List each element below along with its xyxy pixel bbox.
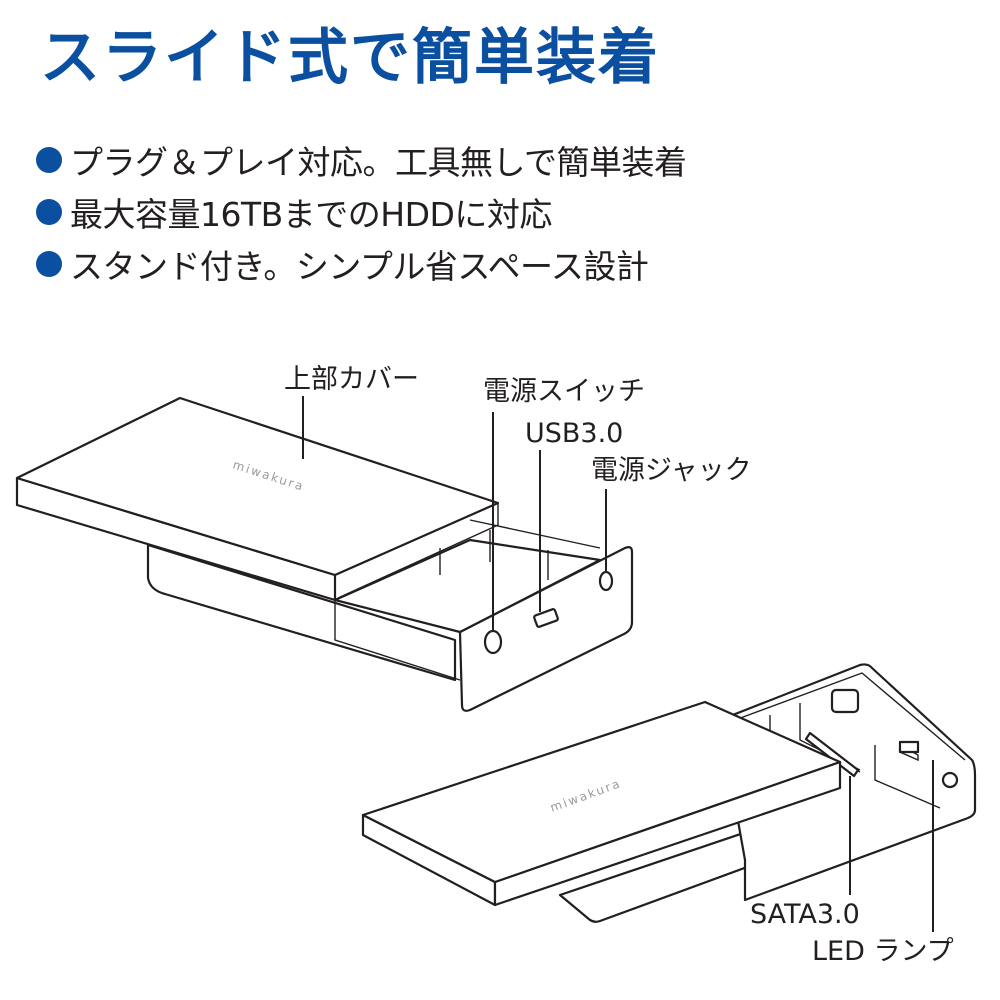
- page-title: スライド式で簡単装着: [40, 23, 660, 93]
- stand-top: [146, 543, 457, 682]
- feature-text: スタンド付き。シンプル省スペース設計: [70, 247, 649, 286]
- front-panel: [458, 546, 634, 712]
- feature-list: プラグ＆プレイ対応。工具無しで簡単装着 最大容量16TBまでのHDDに対応 スタ…: [36, 134, 687, 290]
- feature-text: プラグ＆プレイ対応。工具無しで簡単装着: [70, 143, 687, 182]
- tray-body: [718, 663, 977, 902]
- bullet-dot-icon: [36, 199, 62, 225]
- connector-block: [830, 688, 860, 714]
- usb-port: [533, 608, 559, 628]
- power-jack: [598, 570, 614, 592]
- cover-top-bottom: [361, 700, 842, 884]
- cover-top: [15, 396, 500, 577]
- feature-item: スタンド付き。シンプル省スペース設計: [36, 238, 687, 290]
- callout-sata: SATA3.0: [750, 899, 860, 930]
- enclosure-top-illustration: miwakura: [15, 396, 634, 712]
- callout-usb: USB3.0: [525, 418, 624, 449]
- feature-item: 最大容量16TBまでのHDDに対応: [36, 186, 687, 238]
- callout-led: LED ランプ: [812, 936, 954, 967]
- callout-power-switch: 電源スイッチ: [483, 376, 645, 407]
- callout-top-cover: 上部カバー: [284, 364, 419, 395]
- enclosure-bottom-illustration: miwakura: [361, 663, 977, 932]
- led-lamp-socket: [898, 740, 920, 754]
- led-clip: [941, 771, 959, 789]
- power-switch-knob: [483, 629, 503, 655]
- bullet-dot-icon: [36, 147, 62, 173]
- sata-connector: [804, 731, 860, 778]
- feature-item: プラグ＆プレイ対応。工具無しで簡単装着: [36, 134, 687, 186]
- feature-text: 最大容量16TBまでのHDDに対応: [70, 195, 552, 234]
- bullet-dot-icon: [36, 251, 62, 277]
- callout-power-jack: 電源ジャック: [591, 455, 752, 486]
